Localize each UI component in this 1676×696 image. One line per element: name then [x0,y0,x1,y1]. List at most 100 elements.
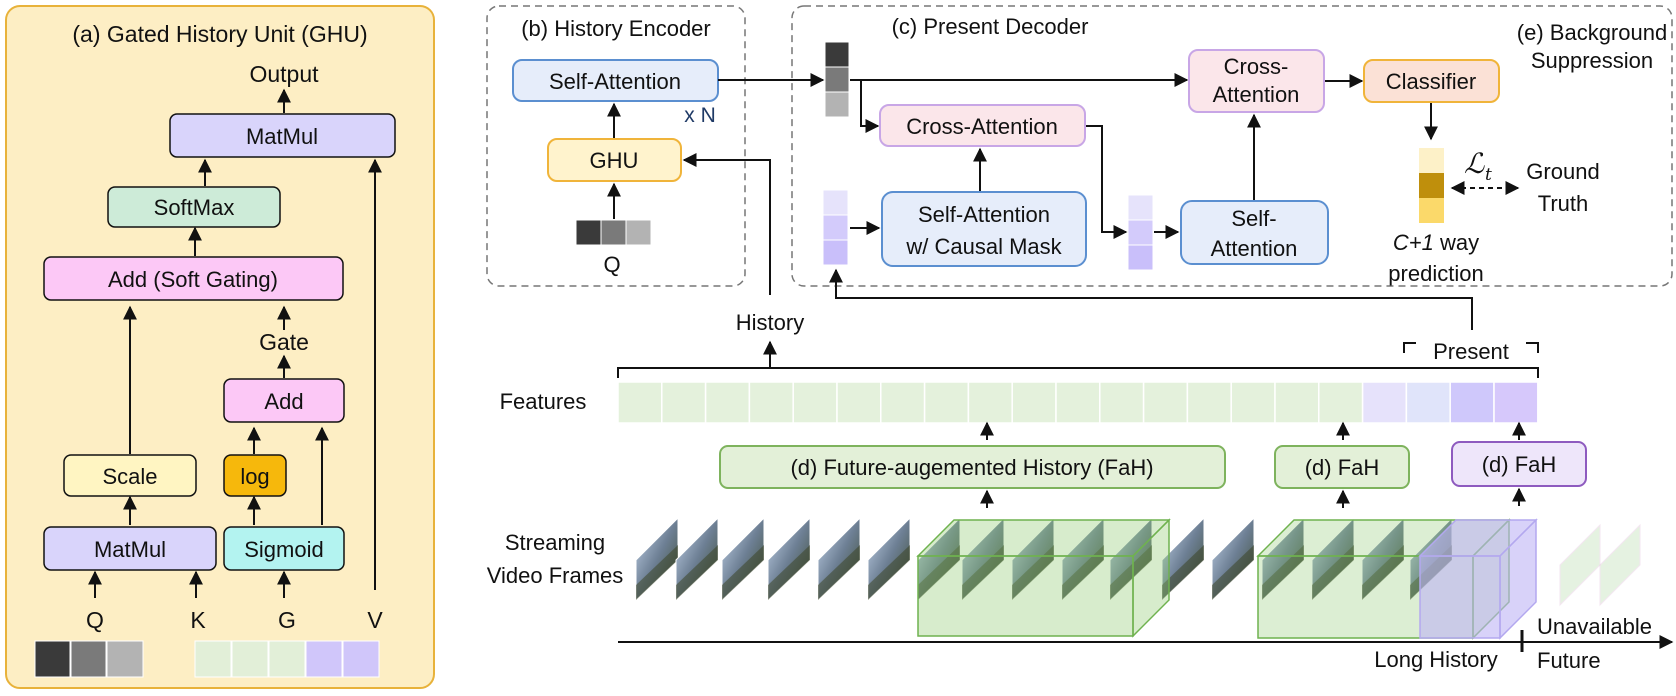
present-bracket-left [1403,342,1416,353]
add-soft-gating-label: Add (Soft Gating) [108,267,278,292]
feature-cell [923,381,970,424]
unavailable-label-2: Future [1537,648,1601,673]
stream-section: History Present Features (d) Future-auge… [487,310,1674,673]
fah-long-box [719,445,1226,489]
sigmoid-box [223,526,345,571]
history-encoder-panel: (b) History Encoder Self-Attention x N G… [486,5,746,287]
decoder-self-attention-label-1: Self- [1231,206,1276,231]
token-strip-icon [34,640,144,678]
feature-cell [1099,381,1145,424]
feature-cell [1405,381,1451,424]
video-frame-icon [1161,516,1205,602]
scale-label: Scale [102,464,157,489]
feature-cell [1318,381,1364,424]
matmul-top-box [169,113,396,158]
video-frame-icon [1361,516,1405,602]
scale-box [63,454,197,497]
prediction-label-1: C+1 way [1393,230,1479,255]
video-frame-icon [635,516,679,602]
feature-cell [836,381,882,424]
video-frame-icon [1109,516,1153,602]
matmul-bottom-label: MatMul [94,537,166,562]
feature-cell [661,381,707,424]
feature-cell [704,381,751,424]
loss-subscript: t [1485,165,1492,185]
input-v-label: V [367,607,383,633]
feature-cell [880,381,926,424]
decoder-self-attention-box [1180,200,1329,265]
classifier-box [1363,59,1500,103]
query-label: Q [603,252,620,277]
decoder-cross-attention-box [879,104,1086,147]
history-encoder-title: (b) History Encoder [521,16,711,41]
feature-cell [1142,381,1189,424]
fah-right-box [1451,441,1587,487]
classifier-label: Classifier [1386,69,1476,94]
prediction-label-2: prediction [1388,261,1483,286]
decoder-cross-attention-top-box [1188,49,1325,113]
present-decoder-panel: (c) Present Decoder Cross- Attention Cla… [791,5,1673,287]
token-strip-icon [1127,194,1154,271]
token-strip-icon [194,640,380,678]
gate-label: Gate [259,329,309,355]
video-frame-icon [1261,516,1305,602]
feature-cell [1361,381,1408,424]
feature-cell [1493,381,1539,424]
input-g-label: G [278,607,296,633]
arrow-icon [860,80,880,133]
background-suppression: (e) Background Suppression ℒ t Ground Tr… [1388,20,1667,286]
feature-cell [1449,381,1495,424]
present-bracket-right [1526,342,1539,353]
input-q-label: Q [86,607,104,633]
softmax-box [107,186,281,228]
feature-cell [967,381,1013,424]
token-strip-icon [822,189,849,266]
video-frame-icon [675,516,719,602]
ghu-panel: (a) Gated History Unit (GHU) Output MatM… [5,5,435,689]
ghu-output-label: Output [249,61,319,87]
token-strip-icon [575,219,652,246]
video-frame-icon [767,516,811,602]
feature-cell [1186,381,1232,424]
input-k-label: K [190,607,206,633]
repeat-label: x N [684,104,716,127]
frames-label-1: Streaming [505,530,605,555]
feature-cell [792,381,838,424]
video-frame-icon [1061,516,1105,602]
future-frame-icon [1559,523,1601,607]
video-frame-icon [867,516,911,602]
decoder-cross-attention-top-label-2: Attention [1213,82,1300,107]
arrow-icon [1086,125,1128,239]
background-suppression-title-1: (e) Background [1517,20,1667,45]
loss-symbol: ℒ [1464,147,1485,180]
feature-cell [1274,381,1320,424]
sigmoid-label: Sigmoid [244,537,323,562]
feature-cell [1230,381,1276,424]
cube-icon [1418,518,1538,640]
ghu-box [547,138,682,182]
video-frame-icon [817,516,861,602]
ghu-label: GHU [590,148,639,173]
history-bracket [617,367,1539,378]
present-decoder-title: (c) Present Decoder [892,14,1089,39]
cube-icon [916,518,1171,638]
fah-long-label: (d) Future-augemented History (FaH) [790,455,1153,480]
long-history-label: Long History [1374,647,1498,672]
softmax-label: SoftMax [154,195,235,220]
add-soft-gating-box [43,256,344,301]
feature-cell [1055,381,1101,424]
add-label: Add [264,389,303,414]
fah-mid-box [1274,445,1410,489]
ghu-panel-title: (a) Gated History Unit (GHU) [72,21,367,47]
future-frame-icon [1599,523,1641,607]
token-strip-icon [824,41,850,118]
feature-cell [617,381,663,424]
fah-right-label: (d) FaH [1482,452,1557,477]
video-frame-icon [1311,516,1355,602]
self-attention-causal-box [881,191,1087,267]
fah-mid-label: (d) FaH [1305,455,1380,480]
video-frame-icon [721,516,765,602]
arrow-icon [682,153,771,295]
decoder-cross-attention-label: Cross-Attention [906,114,1058,139]
video-frame-icon [1011,516,1055,602]
